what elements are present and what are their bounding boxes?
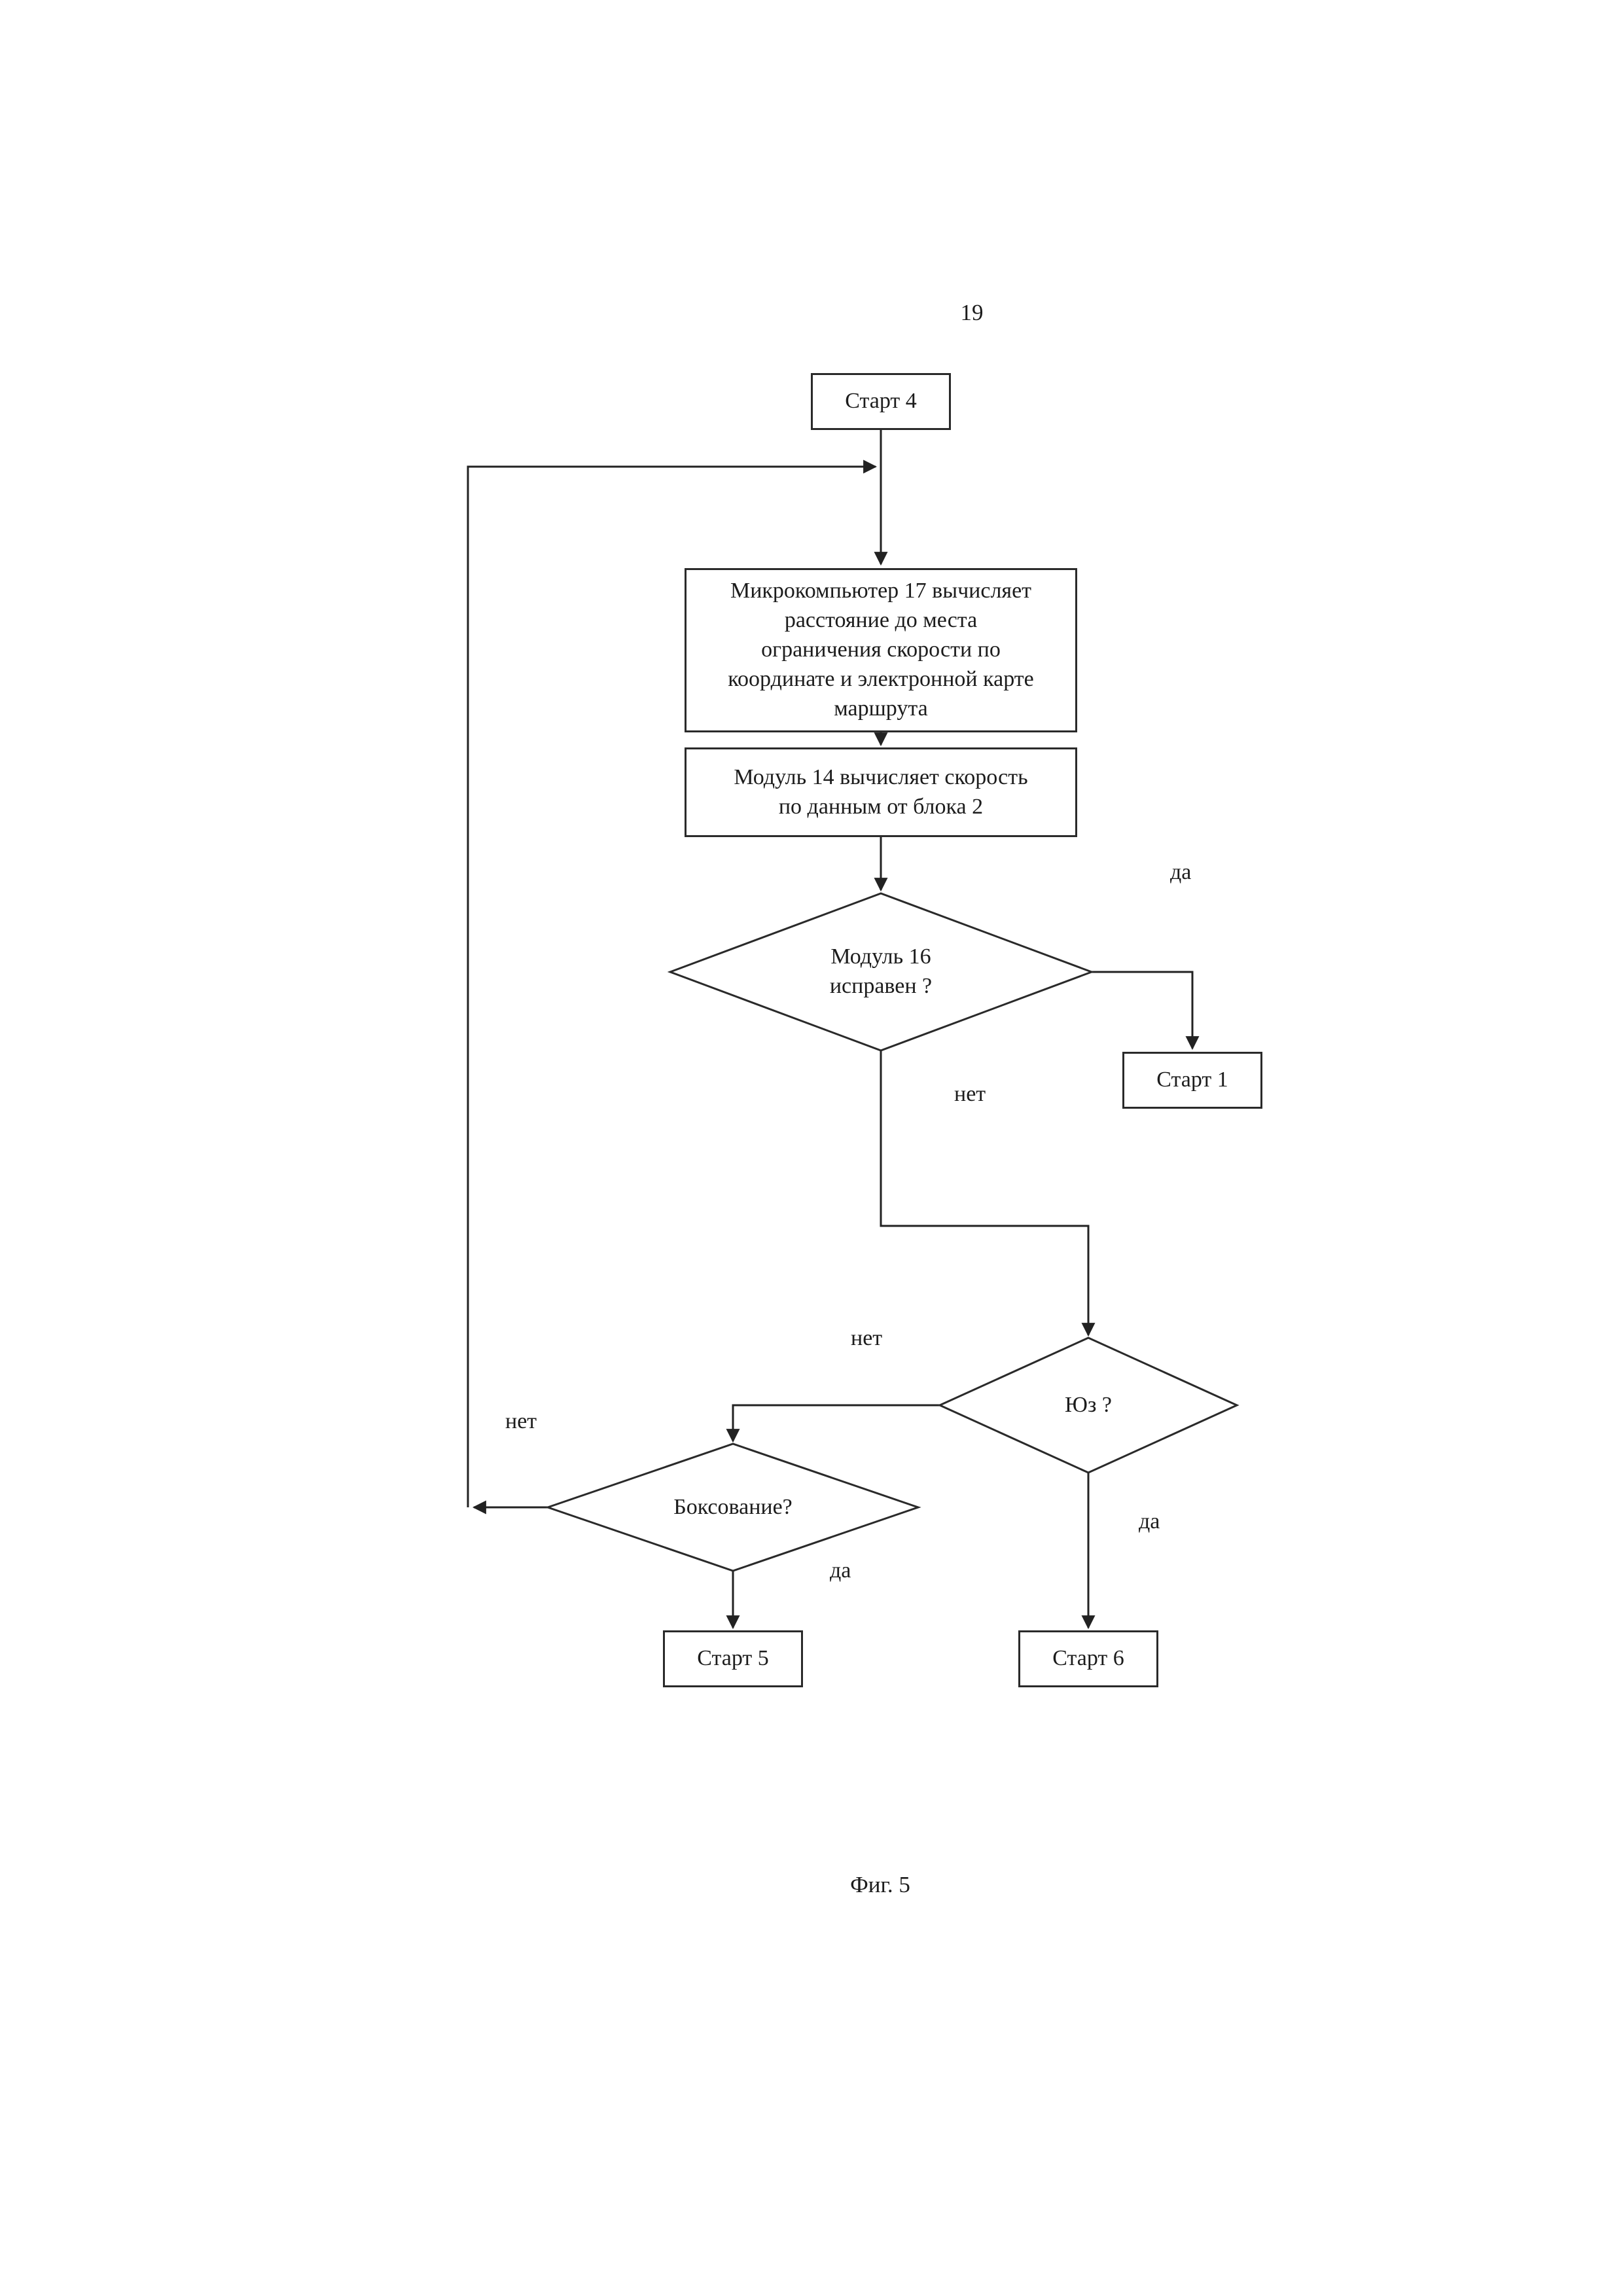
node-text-line: расстояние до места: [784, 608, 978, 633]
node-start-4: Старт 4: [811, 373, 951, 430]
decision-text-module16: Модуль 16 исправен ?: [783, 929, 979, 1014]
node-text-line: ограничения скорости по: [761, 637, 1001, 662]
branch-label-module16-no: нет: [954, 1082, 986, 1106]
node-text-line: исправен ?: [829, 974, 933, 998]
connector-module16-yes-to-start1: [1092, 971, 1200, 1050]
node-microcomputer-17: Микрокомпьютер 17 вычисляет расстояние д…: [685, 568, 1077, 732]
node-text-line: Юз ?: [1065, 1392, 1112, 1417]
node-text-line: Старт 1: [1156, 1067, 1228, 1092]
node-start-1: Старт 1: [1122, 1052, 1262, 1109]
node-start-6: Старт 6: [1018, 1630, 1158, 1687]
node-text-line: Старт 6: [1052, 1646, 1124, 1671]
node-text-line: по данным от блока 2: [778, 794, 984, 819]
decision-text-yuz: Юз ?: [1023, 1386, 1154, 1425]
decision-diamond-boksovanie: [544, 1443, 921, 1572]
node-text-line: Боксование?: [673, 1494, 793, 1519]
page-number: 19: [960, 300, 984, 325]
node-text-line: Старт 4: [845, 389, 917, 414]
node-text-line: маршрута: [834, 696, 928, 721]
node-text-line: Старт 5: [697, 1646, 769, 1671]
decision-diamond-module16: [667, 892, 1095, 1052]
figure-caption: Фиг. 5: [850, 1872, 910, 1897]
branch-label-yuz-no: нет: [851, 1326, 883, 1350]
decision-text-boksovanie: Боксование?: [635, 1488, 831, 1527]
branch-label-module16-yes: да: [1170, 860, 1192, 884]
node-start-5: Старт 5: [663, 1630, 803, 1687]
branch-label-boksovanie-no: нет: [505, 1409, 537, 1433]
node-text-line: Микрокомпьютер 17 вычисляет: [730, 579, 1032, 603]
branch-label-boksovanie-yes: да: [830, 1558, 851, 1583]
connector-module16-no-to-yuz: [880, 1050, 1096, 1337]
node-text-line: Модуль 14 вычисляет скорость: [734, 764, 1028, 789]
connector-loop-back-to-main: [467, 459, 878, 1507]
connector-yuz-no-to-boksovanie: [726, 1404, 940, 1443]
node-text-line: Модуль 16: [830, 944, 931, 969]
branch-label-yuz-yes: да: [1139, 1509, 1160, 1534]
node-module-14: Модуль 14 вычисляет скорость по данным о…: [685, 747, 1077, 837]
node-text-line: координате и электронной карте: [728, 666, 1034, 691]
decision-diamond-yuz: [937, 1336, 1240, 1474]
